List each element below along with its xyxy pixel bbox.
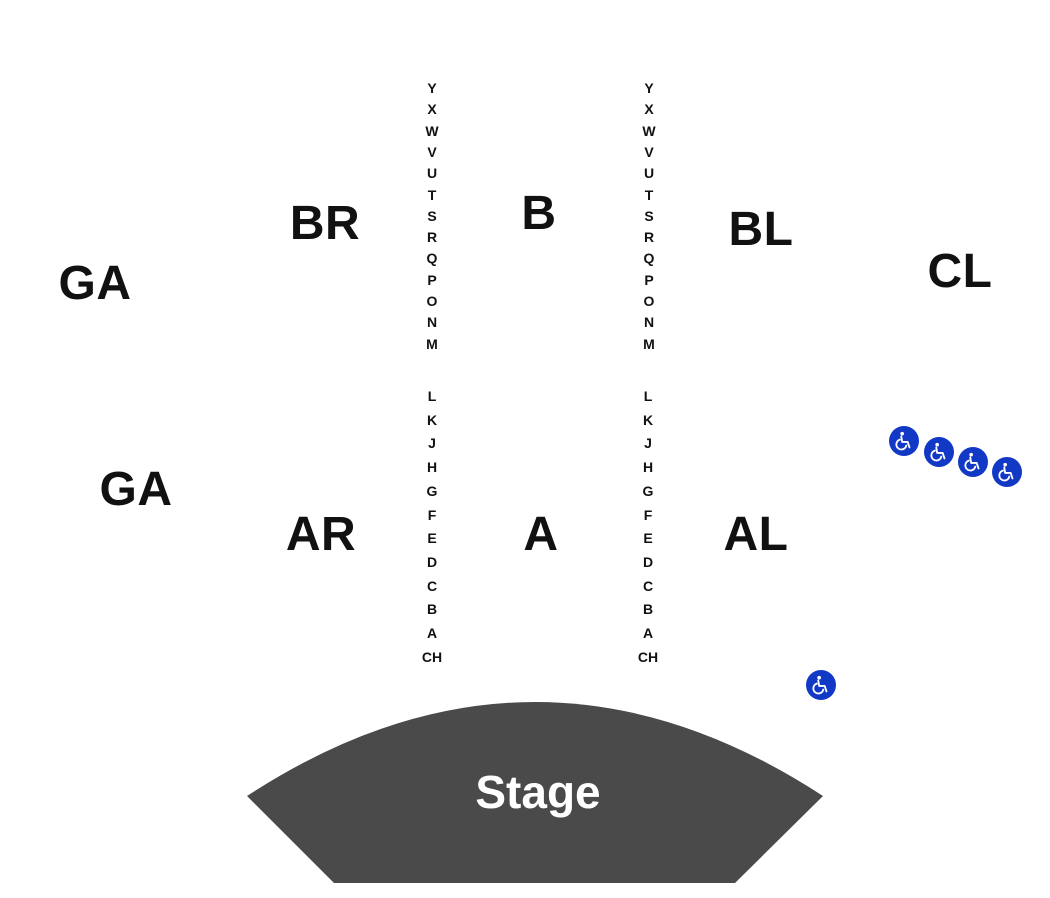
row-label: X bbox=[644, 101, 654, 118]
row-label: V bbox=[644, 143, 654, 160]
row-label: T bbox=[427, 186, 437, 203]
row-label: R bbox=[426, 229, 438, 246]
row-label: H bbox=[426, 459, 438, 476]
row-label: B bbox=[426, 601, 438, 618]
row-label: T bbox=[644, 186, 654, 203]
row-label: Q bbox=[643, 250, 655, 267]
stage-label: Stage bbox=[475, 766, 601, 818]
section-b[interactable]: B bbox=[521, 187, 557, 240]
row-label: F bbox=[643, 506, 653, 523]
section-bl[interactable]: BL bbox=[728, 203, 794, 256]
row-label: P bbox=[644, 271, 654, 288]
section-br[interactable]: BR bbox=[289, 197, 361, 250]
row-label: Y bbox=[644, 80, 654, 96]
row-label: A bbox=[642, 625, 654, 641]
row-label: H bbox=[642, 459, 654, 476]
row-label: U bbox=[643, 165, 655, 182]
row-label: E bbox=[643, 530, 653, 547]
wheelchair-icon bbox=[895, 431, 911, 451]
row-label: Q bbox=[426, 250, 438, 267]
row-label: C bbox=[426, 577, 438, 594]
section-ar[interactable]: AR bbox=[285, 508, 357, 561]
row-label: M bbox=[643, 335, 655, 352]
row-label: M bbox=[426, 335, 438, 352]
row-label: P bbox=[427, 271, 437, 288]
accessible-seat-4[interactable] bbox=[992, 457, 1022, 487]
row-label: E bbox=[427, 530, 437, 547]
row-label: W bbox=[642, 122, 656, 139]
row-label: K bbox=[426, 411, 438, 428]
row-label: X bbox=[427, 101, 437, 118]
section-ga-lower[interactable]: GA bbox=[99, 463, 173, 516]
section-ga-upper[interactable]: GA bbox=[58, 257, 132, 310]
row-label: B bbox=[642, 601, 654, 618]
row-label: G bbox=[642, 482, 654, 499]
row-label: J bbox=[644, 435, 652, 452]
row-label: CH bbox=[421, 648, 443, 665]
row-label: O bbox=[643, 293, 655, 309]
accessible-seat-3[interactable] bbox=[958, 447, 988, 477]
row-label: S bbox=[427, 207, 437, 224]
row-label: R bbox=[643, 229, 655, 246]
row-label: Y bbox=[427, 80, 437, 96]
section-a[interactable]: A bbox=[523, 508, 559, 561]
row-label: D bbox=[426, 553, 438, 570]
wheelchair-icon bbox=[930, 442, 946, 462]
row-label: W bbox=[425, 122, 439, 139]
row-label: K bbox=[642, 411, 654, 428]
row-label: C bbox=[642, 577, 654, 594]
accessible-seat-1[interactable] bbox=[889, 426, 919, 456]
row-label: L bbox=[427, 388, 437, 404]
row-label: V bbox=[427, 143, 437, 160]
accessible-seat-5[interactable] bbox=[806, 670, 836, 700]
section-al[interactable]: AL bbox=[723, 508, 789, 561]
row-label: A bbox=[426, 625, 438, 641]
row-label: CH bbox=[637, 648, 659, 665]
section-cl[interactable]: CL bbox=[927, 245, 993, 298]
row-label: L bbox=[643, 388, 653, 404]
row-label: S bbox=[644, 207, 654, 224]
row-label: U bbox=[426, 165, 438, 182]
accessible-seat-2[interactable] bbox=[924, 437, 954, 467]
row-label: O bbox=[426, 293, 438, 309]
stage-shape bbox=[247, 702, 823, 883]
row-label: D bbox=[642, 553, 654, 570]
row-label: F bbox=[427, 506, 437, 523]
row-label: J bbox=[428, 435, 436, 452]
wheelchair-icon bbox=[964, 452, 980, 472]
row-label: N bbox=[643, 314, 655, 331]
wheelchair-icon bbox=[812, 675, 828, 695]
row-label: N bbox=[426, 314, 438, 331]
wheelchair-icon bbox=[998, 462, 1014, 482]
row-label: G bbox=[426, 482, 438, 499]
